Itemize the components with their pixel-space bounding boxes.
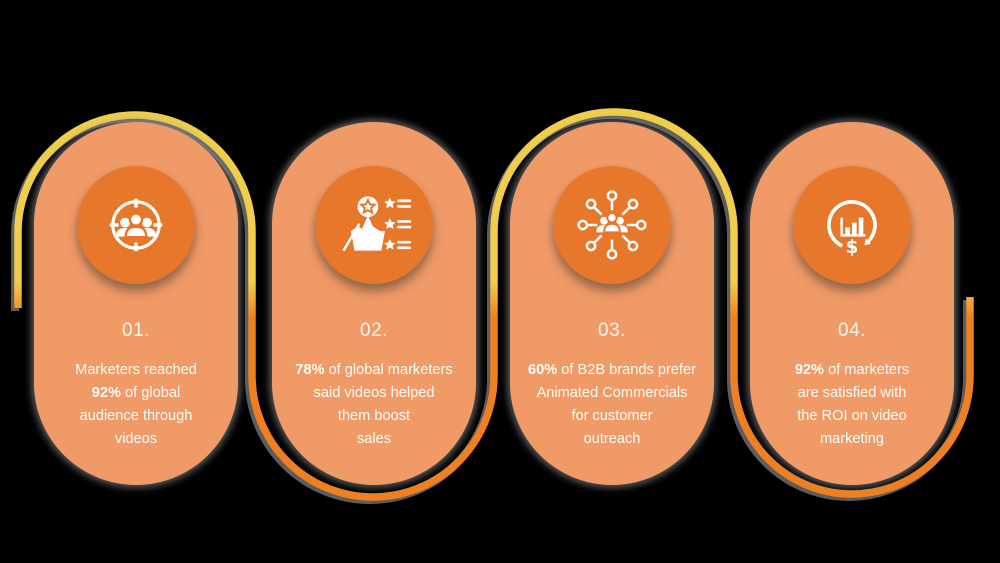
stat-text-segment: 78% bbox=[295, 362, 325, 378]
stat-text-segment: 92% bbox=[91, 385, 121, 401]
stat-text-segment: videos bbox=[114, 431, 158, 447]
stat-text: 78% of global marketers said videos helpe… bbox=[285, 359, 462, 451]
step-number: 03. bbox=[598, 320, 626, 341]
stat-text-segment: marketing bbox=[819, 431, 885, 447]
stat-text-segment: of global bbox=[120, 385, 181, 401]
stat-icon-circle: $ bbox=[793, 166, 911, 284]
award-checklist-icon bbox=[342, 196, 412, 252]
stat-icon-circle bbox=[553, 166, 671, 284]
stat-card-2: 02. 78% of global marketers said videos h… bbox=[272, 122, 476, 485]
serpentine-path bbox=[14, 108, 974, 501]
step-number: 02. bbox=[360, 320, 388, 341]
stat-text-segment: 92% bbox=[794, 362, 825, 378]
stat-icon-circle bbox=[77, 166, 195, 284]
stat-text-segment: of marketers bbox=[824, 362, 910, 378]
stat-text-segment: them boost bbox=[337, 408, 411, 424]
stat-text-segment: audience through bbox=[79, 408, 193, 424]
stat-text-segment: Marketers reached bbox=[75, 362, 197, 378]
stat-text-segment: for customer bbox=[571, 408, 653, 424]
network-outreach-icon bbox=[577, 190, 647, 260]
stat-text-segment: Animated Commercials bbox=[536, 385, 688, 401]
stat-text-segment: said videos helped bbox=[313, 385, 435, 401]
stat-text-segment: 60% bbox=[528, 362, 558, 378]
svg-text:$: $ bbox=[846, 237, 859, 258]
roi-chart-icon: $ bbox=[827, 200, 877, 258]
stat-text: 92% of marketers are satisfied with the RO… bbox=[785, 359, 919, 451]
stat-text-segment: of global marketers bbox=[324, 362, 453, 378]
stat-card-1: 01. Marketers reached 92% of global audien… bbox=[34, 122, 238, 485]
stat-icon-circle bbox=[315, 166, 433, 284]
stat-text-segment: sales bbox=[356, 431, 392, 447]
stat-text-segment: outreach bbox=[583, 431, 641, 447]
stat-text-segment: are satisfied with bbox=[797, 385, 907, 401]
stat-text-segment: of B2B brands prefer bbox=[557, 362, 696, 378]
audience-target-icon bbox=[109, 198, 163, 252]
stat-text-segment: the ROI on video bbox=[797, 408, 907, 424]
stat-text: Marketers reached 92% of global audience t… bbox=[65, 359, 207, 451]
step-number: 01. bbox=[122, 320, 150, 341]
stat-card-4: $ 04. 92% of marketers are satisfied with… bbox=[750, 122, 954, 485]
step-number: 04. bbox=[838, 320, 866, 341]
